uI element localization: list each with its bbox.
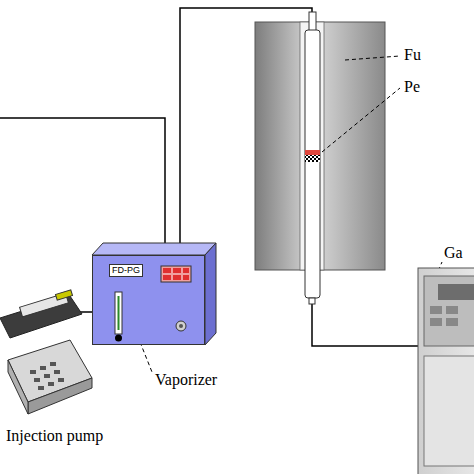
gc-label: Ga — [444, 244, 463, 262]
pump-label: Injection pump — [6, 427, 103, 445]
vaporizer-box: FD-PG — [92, 255, 205, 345]
pellet-label: Pe — [404, 78, 420, 96]
vaporizer-label: Vaporizer — [155, 371, 217, 389]
device-label: FD-PG — [109, 264, 143, 277]
furnace-label: Fu — [404, 46, 421, 64]
